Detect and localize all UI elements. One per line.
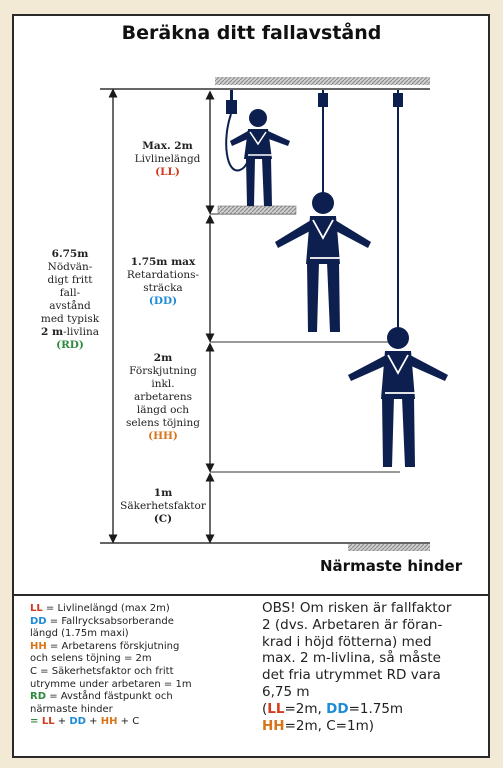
diagram-title: Beräkna ditt fallavstånd [121,22,382,44]
formula-plus-1: + [54,716,70,728]
legend-formula: = LL + DD + HH + C [30,716,240,729]
ll-name: Livlinelängd [134,153,201,165]
obs-paren: ( [262,700,268,717]
legend-rd-text-2: närmaste hinder [30,703,113,715]
obs-line-1: OBS! Om risken är fallfaktor [262,600,452,616]
worker-figure-standing [225,90,290,206]
hh-value: 2m [153,352,173,364]
rd-text-5: med typisk [40,313,100,325]
formula-dd: DD [69,716,86,728]
dd-code: (DD) [148,295,178,307]
dd-name-1: Retardations- [126,269,200,281]
legend-dd-text: = Fallrycksabsorberande [46,615,174,627]
fall-distance-diagram [100,77,448,551]
obs-note: OBS! Om risken är fallfaktor 2 (dvs. Arb… [262,600,482,734]
formula-plus-2: + [85,716,101,728]
legend-rd-text: = Avstånd fästpunkt och [46,691,173,703]
legend-hh: HH = Arbetarens förskjutning [30,641,240,654]
obs-line-6: 6,75 m [262,683,310,700]
legend-rd: RD = Avstånd fästpunkt och [30,691,240,704]
dd-value: 1.75m max [130,256,196,268]
obs-line-7: (LL=2m, DD=1.75m [262,701,482,718]
divider [12,594,490,596]
rd-text-2: digt fritt [47,274,93,286]
c-value: 1m [153,487,173,499]
obs-ll-val: =2m, [284,700,327,717]
legend-hh-text: = Arbetarens förskjutning [46,640,180,652]
ledge-platform [217,205,297,215]
obs-dd-val: =1.75m [348,700,404,717]
rd-text-3: fall- [59,287,81,299]
legend-ll-code: LL [30,603,43,614]
legend-hh-text-2: och selens töjning = 2m [30,653,152,665]
hh-code: (HH) [148,430,178,442]
ground-hatch [348,544,430,551]
obs-ll: LL [267,700,285,717]
rd-text-4: avstånd [49,300,91,312]
dd-label: 1.75m max Retardations- sträcka (DD) [118,256,208,308]
legend-dd-code: DD [30,615,47,627]
legend-ll-text: = Livlinelängd (max 2m) [42,603,170,614]
rd-text-1: Nödvän- [47,261,93,273]
worker-figure-arresting [275,90,371,332]
formula-hh: HH [100,716,118,728]
c-code: (C) [153,513,173,525]
worker-figure-fallen [348,90,448,467]
formula-plus-c: + C [117,716,140,728]
ll-label: Max. 2m Livlinelängd (LL) [130,140,205,179]
rd-label: 6.75m Nödvän- digt fritt fall- avstånd m… [30,248,110,352]
formula-ll: LL [41,716,55,728]
obs-line-4: max. 2 m-livlina, så måste [262,650,441,667]
obs-hh: HH [262,717,285,734]
rd-code: (RD) [56,339,84,351]
rd-text-6a: 2 m [40,326,64,338]
hh-name-4: längd och [136,404,190,416]
legend: LL = Livlinelängd (max 2m) DD = Fallryck… [30,603,240,729]
legend-hh-code: HH [30,640,47,652]
legend-ll: LL = Livlinelängd (max 2m) [30,603,240,616]
obs-line-8: HH=2m, C=1m) [262,718,482,735]
dd-name-2: sträcka [143,282,183,294]
c-label: 1m Säkerhetsfaktor (C) [118,487,208,526]
ll-code: (LL) [155,166,180,178]
rd-value: 6.75m [51,248,89,260]
legend-rd-code: RD [30,691,47,703]
formula-eq: = [30,716,42,728]
legend-dd-text-2: längd (1.75m maxi) [30,628,129,640]
legend-dd: DD = Fallrycksabsorberande [30,616,240,629]
c-name: Säkerhetsfaktor [120,500,206,512]
rd-text-6b: -livlina [63,326,99,338]
legend-c-text-2: utrymme under arbetaren = 1m [30,678,192,690]
obs-line-2: 2 (dvs. Arbetaren är föran- [262,616,443,633]
hh-name-2: inkl. [151,378,175,390]
hh-name-3: arbetarens [133,391,193,403]
hh-label: 2m Förskjutning inkl. arbetarens längd o… [118,352,208,443]
obs-line-5: det fria utrymmet RD vara [262,667,441,684]
hh-name-1: Förskjutning [129,365,197,377]
obs-line-3: krad i höjd fötterna) med [262,633,432,650]
anchor-ceiling [215,77,430,85]
nearest-obstacle-label: Närmaste hinder [320,557,463,575]
legend-c-text: C = Säkerhetsfaktor och fritt [30,665,174,677]
obs-dd: DD [326,700,349,717]
obs-hh-val: =2m, C=1m) [284,717,374,734]
hh-name-5: selens töjning [125,417,201,429]
ll-value: Max. 2m [142,140,193,152]
